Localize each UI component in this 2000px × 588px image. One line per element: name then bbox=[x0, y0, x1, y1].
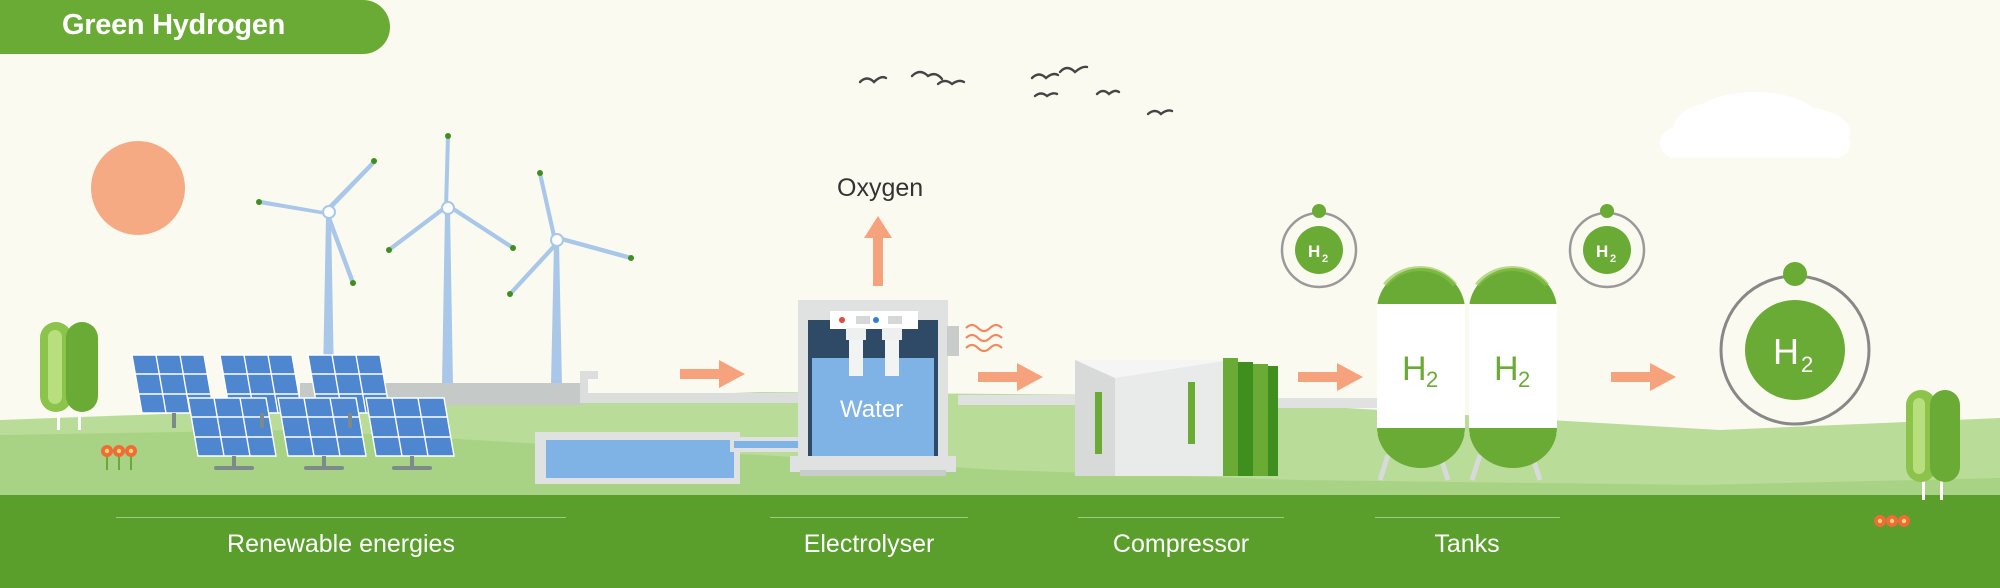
tree-icon bbox=[40, 322, 98, 430]
solar-panel-array bbox=[131, 354, 455, 470]
stage-divider bbox=[1078, 517, 1284, 518]
stage-label-compressor: Compressor bbox=[1112, 530, 1250, 558]
compressor-machine bbox=[1075, 358, 1278, 476]
hill bbox=[0, 430, 2000, 500]
wind-turbine bbox=[256, 158, 377, 378]
ground-band bbox=[0, 495, 2000, 588]
stage-label-electrolyser: Electrolyser bbox=[803, 530, 935, 558]
page-title: Green Hydrogen bbox=[62, 9, 286, 41]
cloud-icon bbox=[1660, 92, 1850, 158]
pipe bbox=[1275, 398, 1380, 408]
title-banner: Green Hydrogen bbox=[0, 0, 390, 54]
molecule-label: H bbox=[1773, 331, 1799, 372]
stage-divider bbox=[116, 517, 566, 518]
electrolyser-machine bbox=[790, 300, 959, 476]
oxygen-label: Oxygen bbox=[837, 174, 923, 202]
water-pool bbox=[535, 432, 800, 484]
stage-label-tanks: Tanks bbox=[1434, 530, 1500, 558]
stage-divider bbox=[1375, 517, 1560, 518]
wind-turbine bbox=[507, 170, 634, 385]
wind-turbine bbox=[386, 133, 516, 385]
hydrogen-tank: H 2 bbox=[1469, 266, 1557, 481]
hydrogen-molecule-icon: H 2 bbox=[1719, 262, 1871, 426]
tank-label: H bbox=[1494, 350, 1519, 388]
birds-icon bbox=[858, 65, 1174, 116]
molecule-label-sub: 2 bbox=[1322, 253, 1328, 265]
molecule-label-sub: 2 bbox=[1801, 352, 1813, 377]
arrow-icon bbox=[1611, 363, 1676, 391]
molecule-label: H bbox=[1308, 242, 1320, 261]
flowers-icon bbox=[1874, 515, 1910, 527]
oxygen-arrow-icon bbox=[864, 216, 892, 286]
tank-label-sub: 2 bbox=[1426, 367, 1438, 392]
tank-label: H bbox=[1402, 350, 1427, 388]
flowers-icon bbox=[101, 445, 137, 470]
hydrogen-molecule-icon: H 2 bbox=[1280, 204, 1358, 289]
hydrogen-molecule-icon: H 2 bbox=[1568, 204, 1646, 289]
molecule-label: H bbox=[1596, 242, 1608, 261]
arrow-icon bbox=[978, 363, 1043, 391]
tree-icon bbox=[1906, 390, 1960, 500]
molecule-label-sub: 2 bbox=[1610, 253, 1616, 265]
water-label: Water bbox=[840, 396, 903, 423]
hydrogen-tank: H 2 bbox=[1377, 266, 1465, 481]
tank-label-sub: 2 bbox=[1518, 367, 1530, 392]
heat-waves-icon bbox=[965, 323, 1003, 353]
arrow-icon bbox=[680, 360, 745, 388]
sun-icon bbox=[91, 141, 185, 235]
stage-divider bbox=[770, 517, 968, 518]
stage-label-renewable-energies: Renewable energies bbox=[227, 530, 455, 558]
arrow-icon bbox=[1298, 363, 1363, 391]
pipe bbox=[958, 395, 1078, 405]
